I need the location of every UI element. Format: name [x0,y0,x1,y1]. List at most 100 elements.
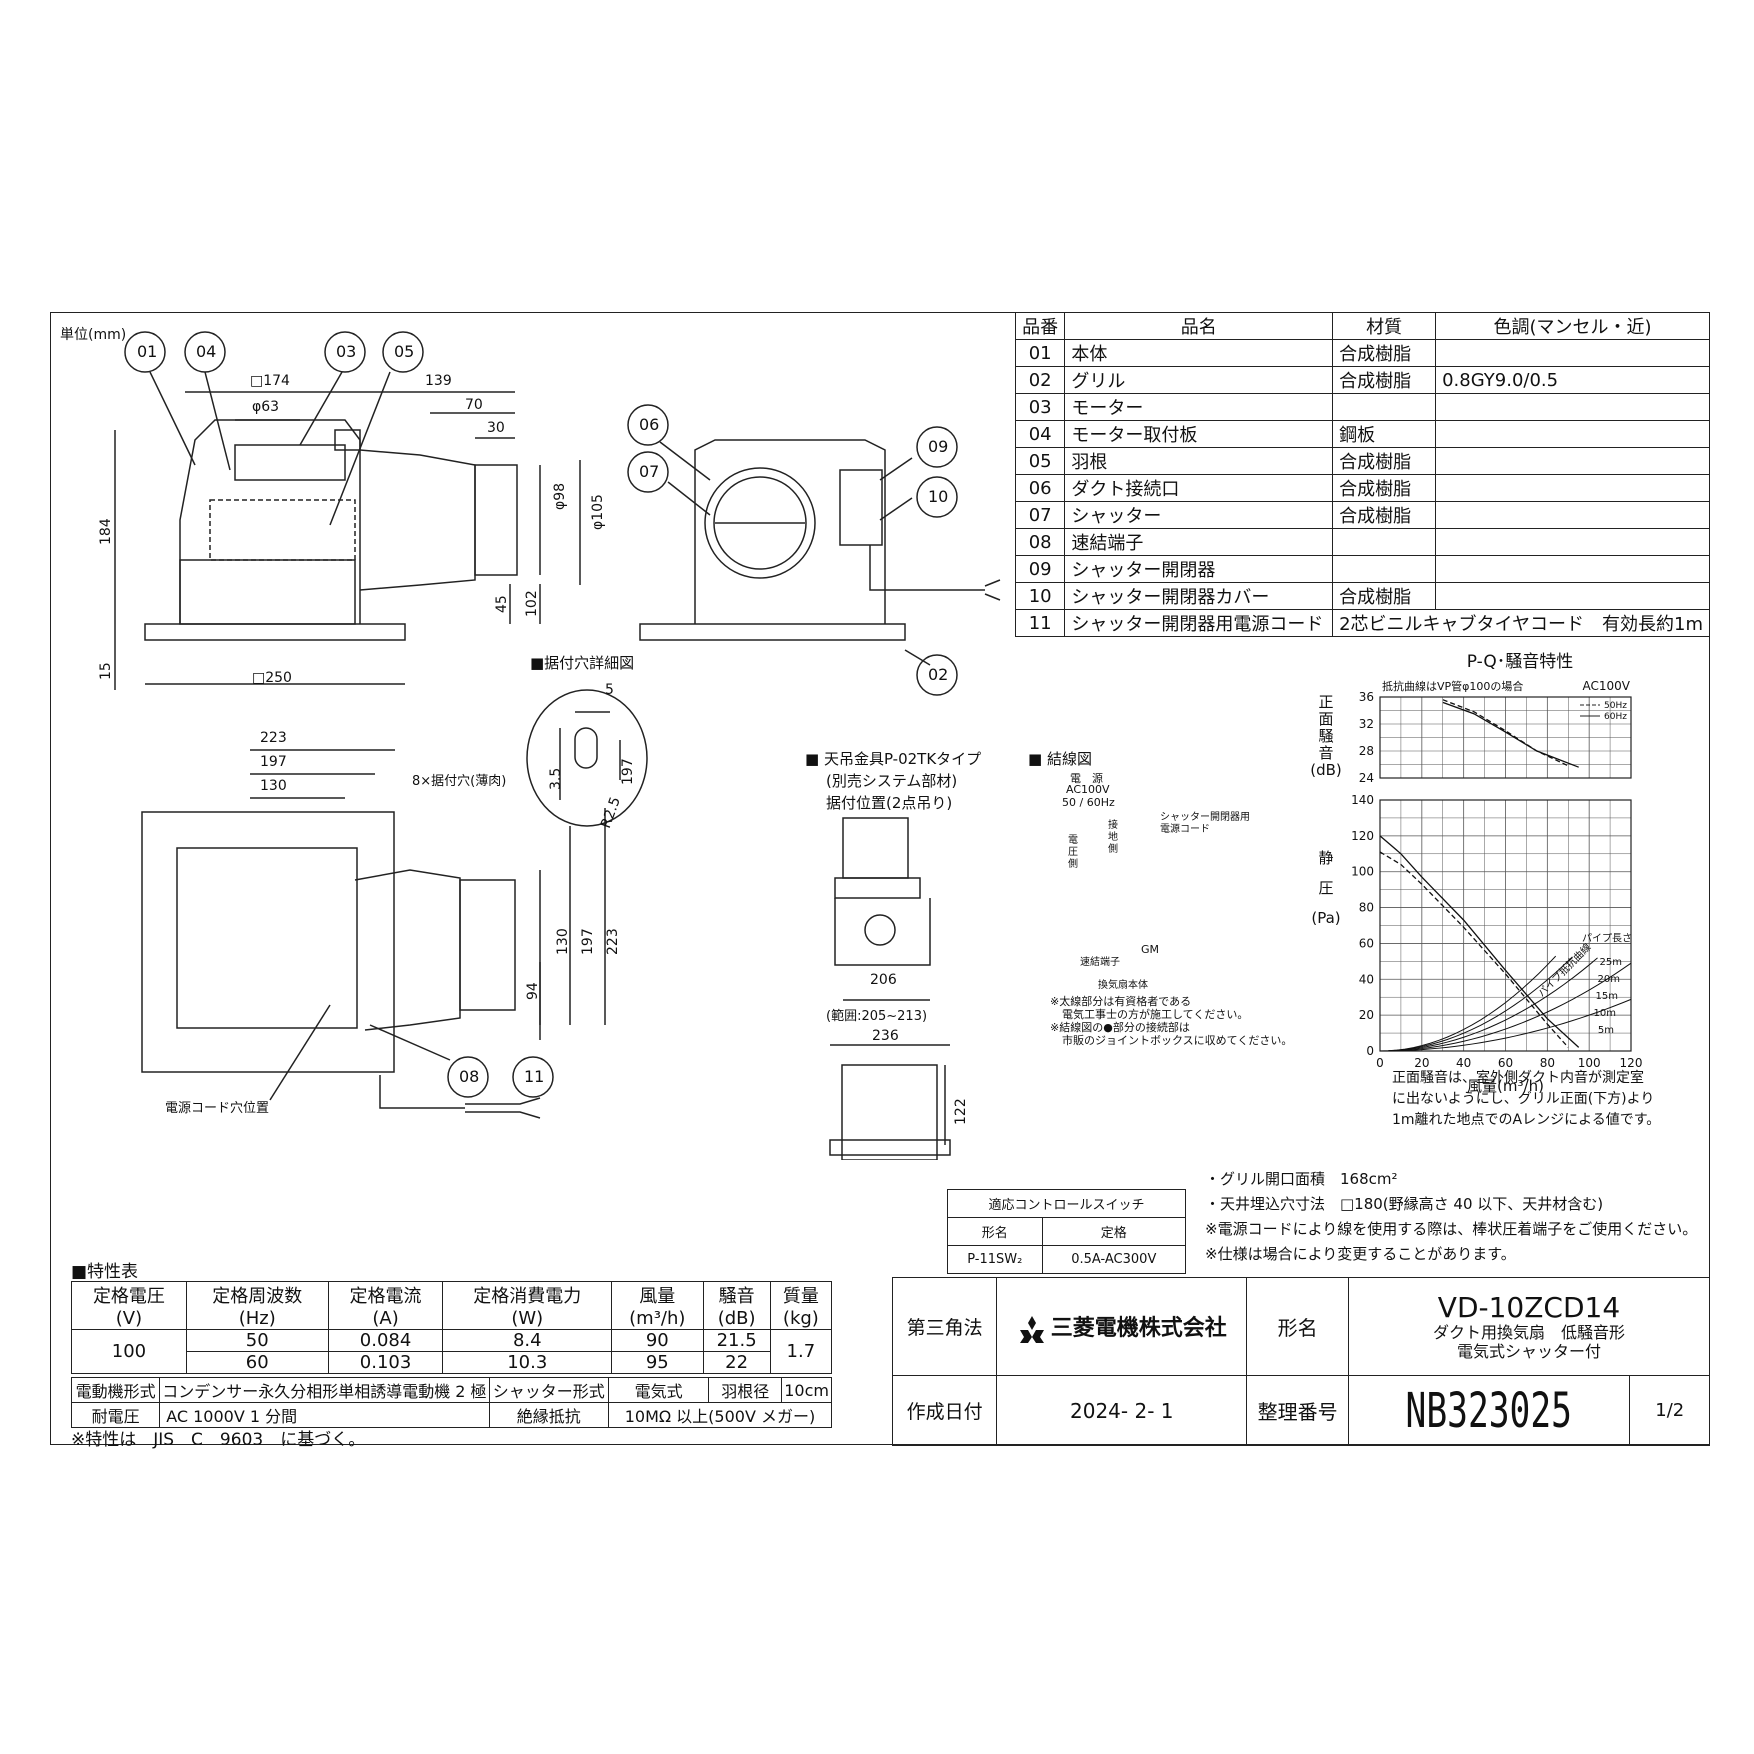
parts-material: 合成樹脂 [1332,366,1437,394]
title-block: 第三角法 三菱電機株式会社 形名 VD-10ZCD14 ダクト用換気扇 低騒音形… [891,1277,1711,1446]
dim-phi105: φ105 [590,494,606,530]
spec-insulation-label: 絶縁抵抗 [488,1402,609,1428]
spec-motor-value: コンデンサー永久分相形単相誘導電動機 2 極 [159,1377,490,1403]
balloon-06-label: 06 [639,415,660,434]
dim-hanger-122: 122 [953,1098,969,1125]
x-tick-label: 20 [1414,1056,1429,1070]
noise-tick-label: 28 [1359,744,1374,758]
parts-header-name: 品名 [1064,312,1334,340]
x-tick-label: 60 [1498,1056,1513,1070]
dim-45: 45 [494,595,510,613]
note-cord: ※電源コードにより線を使用する際は、棒状圧着端子をご使用ください。 [1205,1220,1698,1238]
legend-60hz-label: 60Hz [1604,712,1627,722]
parts-material [1332,393,1437,421]
top-grille-plate [141,811,395,1073]
noise-tick-label: 32 [1359,717,1374,731]
spec-h-mass: 質量(kg) [769,1281,833,1330]
pressure-tick-label: 0 [1366,1044,1374,1058]
control-switch-h1: 形名 [947,1217,1043,1246]
spec-withstand-label: 耐電圧 [70,1402,161,1428]
control-switch-table: 適応コントロールスイッチ 形名 定格 P-11SW₂ 0.5A-AC300V [947,1189,1187,1274]
model-number: VD-10ZCD14 [1437,1291,1621,1325]
spec-r2-current: 0.103 [327,1351,444,1374]
spec-table-extra: 電動機形式 コンデンサー永久分相形単相誘導電動機 2 極 シャッター形式 電気式… [70,1377,833,1428]
parts-color [1435,393,1710,421]
parts-color: 0.8GY9.0/0.5 [1435,366,1710,394]
spec-h-current: 定格電流(A) [327,1281,444,1330]
chart-note2: に出ないようにし、グリル正面(下方)より [1392,1091,1655,1107]
x-axis-label: 風量(m³/h) [1467,1077,1544,1095]
spec-r2-airflow: 95 [611,1351,704,1374]
dim-hole-3-5: 3.5 [548,767,564,790]
chart-note3: 1m離れた地点でのAレンジによる値です。 [1392,1112,1661,1128]
wiring-terminal-label: 速結端子 [1080,957,1120,968]
parts-name: 羽根 [1064,447,1334,475]
parts-no: 06 [1014,474,1066,502]
parts-color [1435,339,1710,367]
balloon-08-label: 08 [459,1067,480,1086]
spec-insulation-value: 10MΩ 以上(500V メガー) [607,1402,833,1428]
parts-material: 合成樹脂 [1332,339,1437,367]
parts-material: 鋼板 [1332,420,1437,448]
spec-h-voltage: 定格電圧(V) [71,1281,187,1330]
hanger-sub2: 据付位置(2点吊り) [826,794,953,812]
pressure-tick-label: 100 [1351,865,1374,879]
control-switch-rating: 0.5A-AC300V [1041,1245,1187,1274]
balloon-01-label: 01 [137,342,158,361]
parts-material: 合成樹脂 [1332,474,1437,502]
spec-shutter-label: シャッター形式 [488,1377,609,1403]
dim-102: 102 [524,590,540,617]
control-switch-h2: 定格 [1041,1217,1187,1246]
chart-subtitle: 抵抗曲線はVP管φ100の場合 [1382,679,1523,693]
noise-ylabel-char: (dB) [1310,761,1342,779]
balloon-11 [512,1056,554,1098]
pressure-tick-label: 20 [1359,1008,1374,1022]
spec-r1-hz: 50 [185,1329,329,1352]
spec-motor-label: 電動機形式 [70,1377,161,1403]
parts-material [1332,528,1437,556]
wiring-title: ■ 結線図 [1028,750,1092,768]
side-lower-body [179,559,356,625]
parts-name: 速結端子 [1064,528,1334,556]
dim-top-v223: 223 [605,928,621,955]
front-shutter-actuator [839,469,883,546]
mounting-holes-label: 8×据付穴(薄肉) [412,774,507,789]
parts-material [1332,555,1437,583]
balloon-04 [184,331,226,373]
x-tick-label: 80 [1540,1056,1555,1070]
parts-no: 03 [1014,393,1066,421]
hole-detail-outline [526,689,648,827]
parts-no: 04 [1014,420,1066,448]
balloon-08 [447,1056,489,1098]
parts-name: 本体 [1064,339,1334,367]
side-motor-plate [209,499,356,561]
dim-top-v130: 130 [555,928,571,955]
balloon-07-label: 07 [639,462,660,481]
page-number: 1/2 [1629,1375,1710,1446]
spec-shutter-value: 電気式 [607,1377,710,1403]
spec-r2-hz: 60 [185,1351,329,1374]
date-label: 作成日付 [891,1375,998,1446]
hanger-range: (範囲:205~213) [826,1009,928,1024]
noise-ylabel-char: 音 [1318,744,1333,762]
dim-15: 15 [98,662,114,680]
spec-h-noise: 騒音(dB) [702,1281,771,1330]
balloon-03-label: 03 [336,342,357,361]
mitsubishi-logo-icon [1019,1316,1044,1343]
dim-top-130: 130 [260,778,287,794]
wiring-power3: 50 / 60Hz [1062,796,1115,809]
cord-hole-label: 電源コード穴位置 [165,1101,270,1116]
hole-detail-title: ■据付穴詳細図 [530,654,635,672]
spec-h-power: 定格消費電力(W) [442,1281,613,1330]
wiring-note3: ※結線図の●部分の接続部は [1050,1021,1190,1034]
parts-color [1435,474,1710,502]
unit-label: 単位(mm) [60,327,127,343]
side-body [179,419,361,624]
parts-header-material: 材質 [1332,312,1437,340]
balloon-10 [916,476,958,518]
